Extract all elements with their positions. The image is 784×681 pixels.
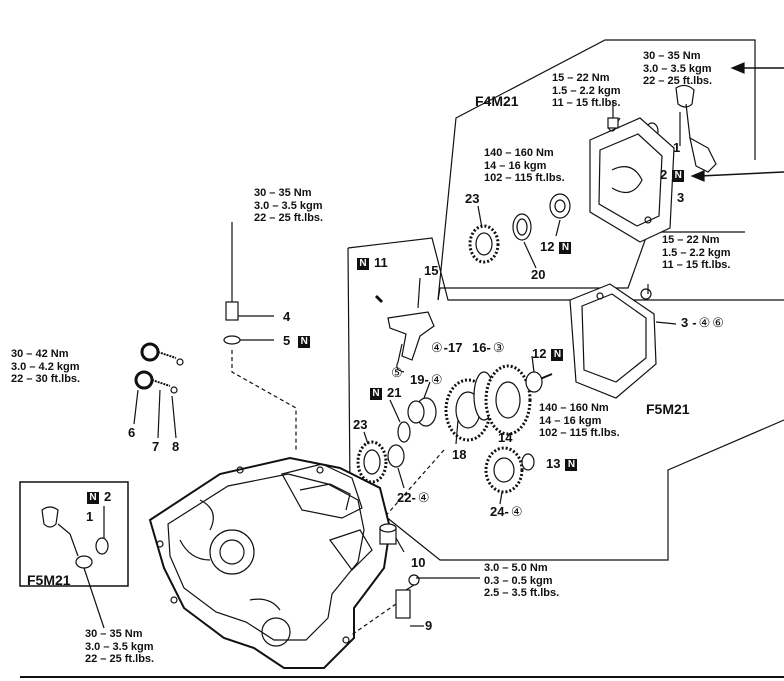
arrow-line-2 [699, 171, 784, 177]
callout-6: 6 [128, 425, 136, 440]
f5m21-boundary-bottom [349, 419, 784, 561]
new-part-badge: N [370, 388, 382, 400]
torque-spec-bolt-9: 3.0 – 5.0 Nm 0.3 – 0.5 kgm 2.5 – 3.5 ft.… [484, 562, 560, 599]
part-12-nut [549, 193, 571, 219]
torque-spec-nut-13: 140 – 160 Nm 14 – 16 kgm 102 – 115 ft.lb… [539, 402, 620, 439]
callout-10: 10 [411, 555, 426, 570]
marker-circled-5: ⑤ [391, 365, 403, 380]
new-part-badge: N [551, 349, 564, 361]
part-22-washer [387, 444, 405, 468]
part-3-cover-right [569, 283, 657, 399]
callout-17: ④-17 [431, 340, 463, 355]
variant-label-f5m21: F5M21 [646, 401, 690, 417]
callout-8: 8 [172, 439, 180, 454]
part-4-switch [223, 222, 241, 345]
callout-9: 9 [425, 618, 433, 633]
new-part-badge: N [672, 170, 685, 182]
torque-spec-inset-1: 30 – 35 Nm 3.0 – 3.5 kgm 22 – 25 ft.lbs. [85, 628, 155, 665]
inset-sensor [41, 506, 93, 569]
callout-23: 23 [465, 191, 480, 206]
callout-7: 7 [152, 439, 160, 454]
callout-24: 24-④ [490, 504, 523, 519]
torque-spec-plugs-6: 30 – 42 Nm 3.0 – 4.2 kgm 22 – 30 ft.lbs. [11, 348, 81, 385]
callout-1: 1 [673, 140, 681, 155]
torque-spec-switch-4: 30 – 35 Nm 3.0 – 3.5 kgm 22 – 25 ft.lbs. [254, 187, 324, 224]
part-10-plug [379, 523, 397, 545]
callout-3: 3 [677, 190, 685, 205]
part-20-race [512, 213, 532, 241]
part-23-gear-top [468, 224, 500, 264]
part-11-pin [374, 294, 384, 304]
variant-label-f5m21-inset: F5M21 [27, 572, 71, 588]
new-part-badge: N [565, 459, 578, 471]
torque-spec-bolt-3: 15 – 22 Nm 1.5 – 2.2 kgm 11 – 15 ft.lbs. [552, 72, 621, 109]
torque-spec-bolt-1: 30 – 35 Nm 3.0 – 3.5 kgm 22 – 25 ft.lbs. [643, 50, 713, 87]
guide-line-gear [381, 449, 445, 521]
variant-label-f4m21: F4M21 [475, 93, 519, 109]
part-9-bolt [395, 574, 420, 619]
part-23-gear-mid [356, 440, 388, 484]
part-12-nut-mid [525, 371, 543, 393]
new-part-badge: N [559, 242, 572, 254]
part-1-sensor [675, 84, 717, 173]
part-6-plugs [134, 342, 184, 394]
callout-16: 16-③ [472, 340, 505, 355]
f4m21-boundary [437, 39, 756, 301]
new-part-badge: N [357, 258, 369, 270]
transaxle-case [148, 456, 392, 669]
arrowhead-2 [690, 170, 705, 182]
f4m21-boundary-bottom [437, 231, 745, 301]
callout-19: 19-④ [410, 372, 443, 387]
callout-inset-1: 1 [86, 509, 94, 524]
f5m21-boundary-left [347, 247, 351, 489]
callout-15: 15 [424, 263, 439, 278]
arrowhead-1 [730, 62, 745, 74]
new-part-badge: N [87, 492, 99, 504]
part-24-gear [484, 446, 535, 494]
callout-3-right: 3-④-⑥ [681, 315, 724, 330]
part-14-gear [484, 364, 553, 436]
callout-23-mid: 23 [353, 417, 368, 432]
callout-20: 20 [531, 267, 546, 282]
inset-box [19, 481, 129, 587]
guide-line-switch [231, 350, 297, 450]
torque-spec-nut-12: 140 – 160 Nm 14 – 16 kgm 102 – 115 ft.lb… [484, 147, 565, 184]
callout-14: 14 [498, 430, 513, 445]
torque-spec-cover-3: 15 – 22 Nm 1.5 – 2.2 kgm 11 – 15 ft.lbs. [662, 234, 731, 271]
callout-4: 4 [283, 309, 291, 324]
callout-22: 22-④ [397, 490, 430, 505]
inset-oring [95, 537, 109, 555]
new-part-badge: N [298, 336, 311, 348]
part-bolt-top [607, 100, 619, 129]
part-19-sleeve [407, 397, 437, 427]
callout-18: 18 [452, 447, 467, 462]
part-15-fork [387, 311, 435, 373]
part-21-snapring [397, 421, 411, 443]
